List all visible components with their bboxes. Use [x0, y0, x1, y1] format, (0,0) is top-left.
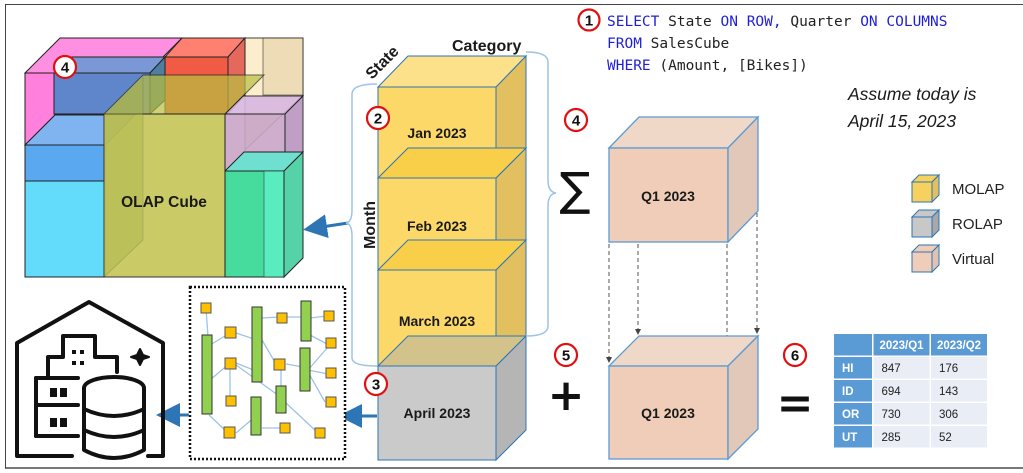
table-row-header: OR: [842, 409, 860, 421]
svg-text:6: 6: [791, 348, 799, 365]
month-label-march: March 2023: [399, 313, 475, 329]
data-warehouse-icon: [15, 300, 165, 460]
svg-text:5: 5: [562, 348, 570, 365]
table-header-cell: [834, 334, 872, 356]
svg-text:3: 3: [372, 377, 380, 394]
note-line-2: April 15, 2023: [847, 111, 956, 131]
month-brace: [345, 83, 378, 367]
query-token: State: [659, 14, 720, 30]
table-row-header: HI: [842, 363, 854, 375]
badge-5: 5: [553, 342, 579, 368]
svg-text:2: 2: [374, 111, 382, 128]
table-row: OR 730 306: [834, 403, 987, 425]
network-tables: [201, 300, 312, 436]
month-stack: Jan 2023 Feb 2023 March 2023 April 2023: [376, 54, 528, 462]
svg-text:4: 4: [61, 60, 70, 77]
legend-item-virtual: Virtual: [910, 243, 994, 274]
legend-item-rolap: ROLAP: [910, 208, 1003, 239]
legend-label: ROLAP: [952, 216, 1003, 233]
query-token: Quarter: [782, 14, 861, 30]
month-label-feb: Feb 2023: [407, 218, 467, 234]
table-row: UT 285 52: [834, 426, 987, 448]
relational-network: [188, 285, 347, 461]
projection-lines: [606, 213, 760, 363]
query-token: SELECT: [607, 14, 660, 30]
query-token: ON ROW,: [721, 14, 782, 30]
table-cell: 730: [882, 409, 901, 421]
badge-4-sum: 4: [563, 107, 589, 133]
table-header-cell: [873, 334, 930, 356]
virtual-cube-q1-bottom[interactable]: Q1 2023: [607, 334, 760, 461]
legend-item-molap: MOLAP: [910, 173, 1005, 204]
virtual-cube-top-label: Q1 2023: [641, 188, 695, 204]
query-line-1: SELECT State ON ROW, Quarter ON COLUMNS: [607, 14, 948, 30]
query-token: (Amount, [Bikes]): [651, 58, 808, 74]
table-cell: 306: [939, 409, 958, 421]
olap-cube-label: OLAP Cube: [121, 194, 207, 211]
note-line-1: Assume today is: [847, 84, 977, 104]
arrow-to-olap-cube: [303, 214, 349, 239]
legend-label: Virtual: [952, 251, 994, 268]
table-cell: 847: [882, 363, 901, 375]
network-nodes: [200, 302, 337, 439]
table-cell: 52: [939, 432, 952, 444]
table-cell: 143: [939, 386, 958, 398]
table-header-cell: [931, 334, 987, 356]
month-label-april: April 2023: [404, 405, 471, 421]
legend: MOLAP ROLAP Virtual: [910, 173, 1005, 274]
badge-1: 1: [577, 8, 601, 32]
warehouse-windows: [50, 350, 84, 427]
month-label-jan: Jan 2023: [407, 125, 466, 141]
query-token: SalesCube: [642, 36, 729, 52]
virtual-cube-q1-top[interactable]: Q1 2023: [607, 115, 760, 244]
sum-symbol: ∑: [560, 162, 591, 216]
cube-block-green: [223, 150, 305, 279]
axis-label-category: Category: [452, 38, 521, 55]
olap-cube: OLAP Cube 4: [23, 36, 305, 279]
query-line-2: FROM SalesCube: [607, 36, 729, 52]
cube-jan-2023[interactable]: Jan 2023: [376, 55, 528, 179]
virtual-cube-bottom-label: Q1 2023: [641, 405, 695, 421]
cube-block-olive: [102, 74, 266, 278]
query-line-3: WHERE (Amount, [Bikes]): [607, 58, 808, 74]
svg-text:1: 1: [585, 13, 593, 30]
axis-label-month: Month: [362, 201, 379, 249]
query-token: WHERE: [607, 58, 651, 74]
query-token: FROM: [607, 36, 642, 52]
plus-sign: +: [548, 370, 585, 421]
badge-4-cube: 4: [52, 54, 78, 80]
badge-3: 3: [363, 371, 389, 397]
table-header: 2023/Q2: [937, 340, 981, 352]
diagram-frame: [5, 4, 1023, 469]
query-token: ON COLUMNS: [860, 14, 947, 30]
table-cell: 694: [882, 386, 902, 398]
table-header: 2023/Q1: [879, 340, 924, 352]
svg-text:4: 4: [572, 113, 581, 130]
table-cell: 176: [939, 363, 958, 375]
cube-april-2023[interactable]: April 2023: [376, 335, 528, 461]
equals-sign: =: [777, 378, 814, 429]
badge-6: 6: [782, 342, 808, 368]
table-row: HI 847 176: [834, 357, 987, 379]
table-row: ID 694 143: [834, 380, 987, 402]
table-row-header: UT: [842, 432, 857, 444]
legend-label: MOLAP: [952, 181, 1005, 198]
table-cell: 285: [882, 432, 901, 444]
badge-2: 2: [365, 105, 391, 131]
table-row-header: ID: [842, 386, 854, 398]
q1-brace: [525, 51, 557, 337]
